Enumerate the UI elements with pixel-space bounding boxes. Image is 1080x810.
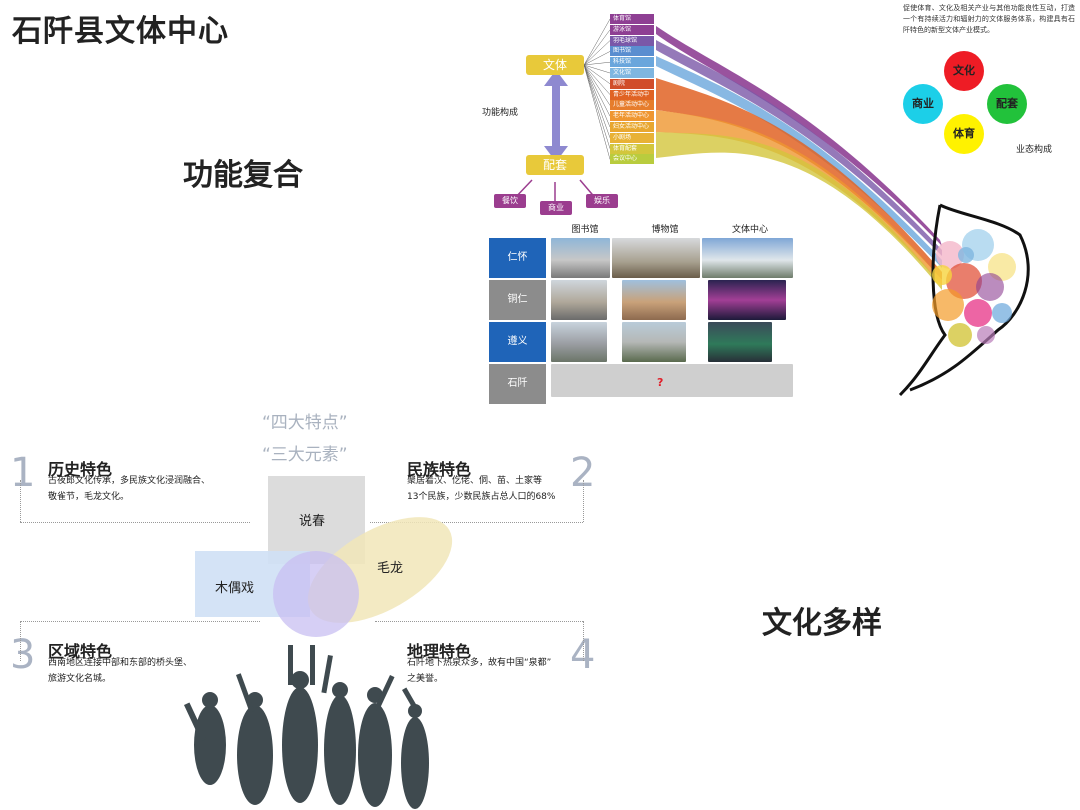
function-label: 功能构成: [482, 108, 519, 118]
business-label: 业态构成: [1016, 145, 1053, 155]
feature-line-1b: 敬雀节，毛龙文化。: [48, 492, 130, 502]
circle-culture: 文化: [944, 51, 984, 91]
feature-title-3: 区域特色: [48, 642, 113, 661]
photo-zunyi-museum: [622, 322, 686, 362]
photo-zunyi-center: [708, 322, 772, 362]
function-tag: 剧院: [610, 78, 654, 89]
circle-sports: 体育: [944, 114, 984, 154]
fan-line: [583, 64, 611, 85]
quote-three-elements: “三大元素”: [262, 445, 348, 465]
photo-renhuai-center: [702, 238, 793, 278]
divider-4: [375, 621, 583, 622]
element-puppet: 木偶戏: [215, 581, 255, 596]
circle-support: 配套: [987, 84, 1027, 124]
fan-line: [583, 40, 611, 66]
dancers-silhouette: [184, 645, 429, 809]
function-tag: 会议中心: [610, 154, 654, 165]
photo-tongren-museum: [622, 280, 686, 320]
row-label-renhuai: 仁怀: [489, 238, 546, 278]
element-maolong: 毛龙: [377, 561, 404, 576]
feature-number-3: 3: [10, 632, 36, 678]
header-museum: 博物馆: [651, 225, 679, 235]
culture-sports-box: 文体: [526, 55, 584, 75]
feature-title-2: 民族特色: [407, 460, 472, 479]
divider-1: [20, 522, 250, 523]
quote-four-features: “四大特点”: [262, 413, 348, 433]
header-cultural-center: 文体中心: [731, 225, 768, 235]
feature-title-4: 地理特色: [407, 642, 472, 661]
business-note: 促使体育、文化及相关产业与其他功能良性互动，打造一个有持续活力和辐射力的文体服务…: [903, 4, 1075, 34]
function-connectors: [512, 18, 942, 290]
divider-4v: [583, 621, 584, 661]
feature-line-3a: 西南地区连接中部和东部的桥头堡、: [48, 658, 193, 668]
section-function-heading: 功能复合: [183, 158, 303, 193]
fan-line: [583, 64, 611, 138]
function-tag: 体育馆: [610, 14, 654, 24]
function-tag: 游泳馆: [610, 24, 654, 35]
shiqian-placeholder: [551, 364, 793, 397]
fan-line: [583, 64, 611, 160]
photo-zunyi-library: [551, 322, 607, 362]
page-title: 石阡县文体中心: [12, 14, 229, 49]
fan-line: [583, 18, 611, 66]
photo-tongren-center: [708, 280, 786, 320]
element-shuochun: 说春: [299, 514, 326, 529]
fan-line: [583, 64, 611, 128]
photo-renhuai-museum: [612, 238, 700, 278]
support-item-commerce: 商业: [540, 201, 572, 215]
feature-line-3b: 旅游文化名城。: [48, 674, 112, 684]
function-tag: 儿童活动中心: [610, 100, 654, 111]
fan-line: [583, 64, 611, 117]
vase-illustration: [898, 203, 1030, 397]
fan-line: [583, 64, 611, 106]
function-tag: 青少年活动中心: [610, 89, 654, 108]
feature-number-1: 1: [10, 450, 36, 496]
function-tag: 文化馆: [610, 68, 654, 78]
support-box: 配套: [526, 155, 584, 175]
feature-line-1a: 古夜郎文化传承，多民族文化浸润融合、: [48, 476, 211, 486]
function-tag: 小剧场: [610, 132, 654, 143]
unknown-mark: ?: [657, 376, 664, 389]
fan-line: [583, 51, 611, 66]
function-tag: 科技馆: [610, 57, 654, 68]
row-label-zunyi: 遵义: [489, 322, 546, 362]
function-tag: 图书馆: [610, 46, 654, 57]
row-label-tongren: 铜仁: [489, 280, 546, 320]
fan-line: [583, 61, 611, 66]
support-item-dining: 餐饮: [494, 194, 526, 208]
support-item-entertainment: 娱乐: [586, 194, 618, 208]
function-tag: 羽毛球馆: [610, 35, 654, 46]
section-culture-heading: 文化多样: [762, 606, 882, 641]
divider-3: [20, 621, 260, 622]
divider-2: [370, 522, 583, 523]
fan-line: [583, 64, 611, 149]
function-tag: 妇女活动中心: [610, 122, 654, 132]
divider-2v: [583, 480, 584, 522]
photo-tongren-library: [551, 280, 607, 320]
fan-line: [583, 64, 611, 74]
header-library: 图书馆: [571, 225, 599, 235]
feature-number-4: 4: [570, 632, 596, 678]
row-label-shiqian: 石阡: [489, 364, 546, 404]
feature-line-4a: 石阡地下热泉众多，故有中国“泉都”: [407, 658, 552, 668]
divider-3v: [20, 621, 21, 661]
photo-renhuai-library: [551, 238, 610, 278]
circle-commerce: 商业: [903, 84, 943, 124]
feature-line-2a: 聚居着汉、仡佬、侗、苗、土家等: [407, 476, 543, 486]
feature-line-2b: 13个民族，少数民族占总人口的68%: [407, 492, 556, 502]
feature-title-1: 历史特色: [48, 460, 113, 479]
element-center-circle: [273, 551, 359, 637]
divider-1v: [20, 480, 21, 522]
feature-line-4b: 之美誉。: [407, 674, 444, 684]
function-tag: 体育配套: [610, 143, 654, 154]
feature-number-2: 2: [570, 450, 596, 496]
function-tag: 老年活动中心: [610, 111, 654, 122]
fan-line: [583, 64, 611, 95]
fan-line: [583, 29, 611, 66]
